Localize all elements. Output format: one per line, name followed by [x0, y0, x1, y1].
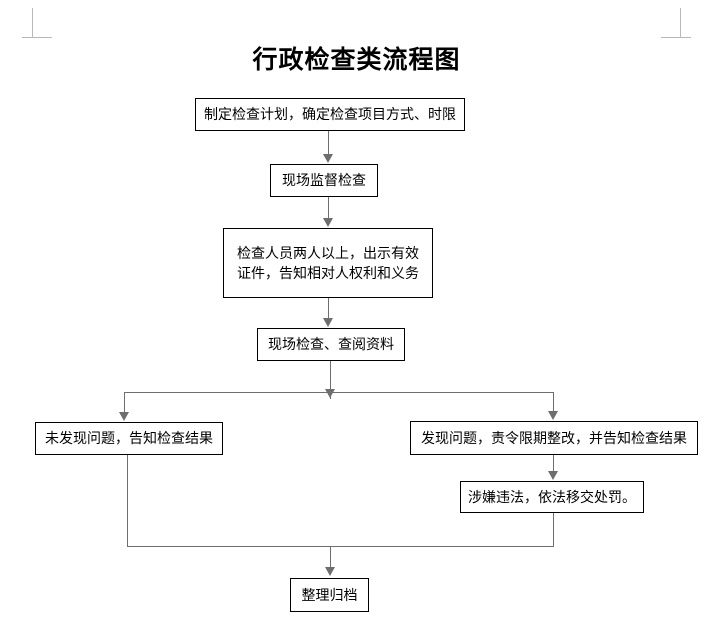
page-title: 行政检查类流程图 [252, 47, 461, 74]
edge-no-problem-down-line [127, 455, 128, 546]
node-archive: 整理归档 [290, 578, 369, 612]
edge-plan-to-supervision-line [328, 131, 329, 155]
edge-review-center-arrow [325, 389, 335, 398]
node-inspectors-requirement: 检查人员两人以上，出示有效 证件，告知相对人权利和义务 [223, 228, 433, 298]
corner-mark-top-right [661, 8, 691, 38]
edge-split-bus [124, 392, 553, 393]
edge-split-left-line [124, 392, 125, 414]
node-onsite-supervision: 现场监督检查 [270, 164, 378, 197]
edge-problem-to-illegal-arrow [548, 471, 558, 480]
edge-plan-to-supervision-arrow [323, 154, 333, 163]
edge-inspectors-to-review-arrow [323, 318, 333, 327]
edge-illegal-down-line [553, 513, 554, 546]
node-plan: 制定检查计划，确定检查项目方式、时限 [195, 98, 465, 131]
edge-review-stem [330, 361, 331, 399]
edge-supervision-to-inspectors-line [328, 197, 329, 219]
node-suspected-illegal: 涉嫌违法，依法移交处罚。 [460, 481, 644, 513]
edge-supervision-to-inspectors-arrow [323, 218, 333, 227]
edge-split-left-arrow [119, 412, 129, 421]
node-problem-found: 发现问题，责令限期整改，并告知检查结果 [410, 421, 698, 455]
edge-split-right-arrow [548, 411, 558, 420]
edge-split-right-line [553, 392, 554, 413]
corner-mark-top-left [22, 8, 52, 38]
node-inspect-and-review: 现场检查、查阅资料 [257, 328, 405, 361]
edge-inspectors-to-review-line [328, 298, 329, 319]
edge-merge-to-archive-arrow [325, 567, 335, 576]
node-no-problem-found: 未发现问题，告知检查结果 [35, 422, 223, 455]
edge-merge-to-archive-line [330, 546, 331, 569]
edge-merge-bus [127, 546, 554, 547]
edge-problem-to-illegal-line [553, 455, 554, 473]
